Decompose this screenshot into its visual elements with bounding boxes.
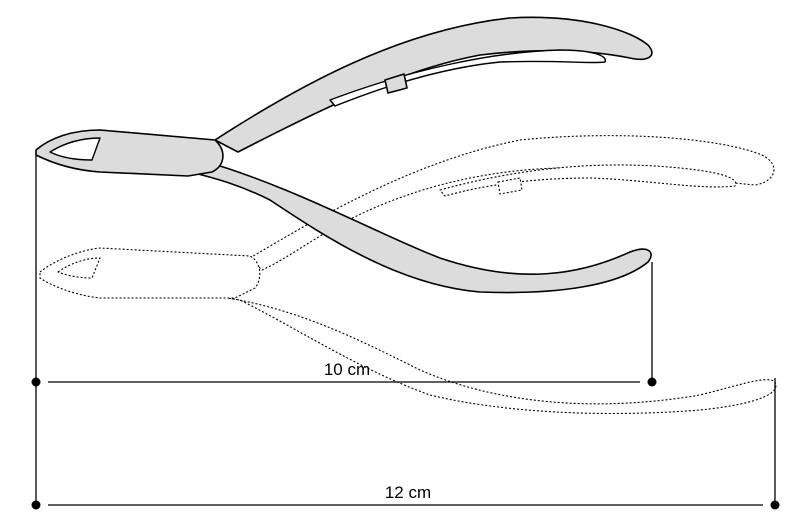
short-dimension-start-dot	[31, 377, 41, 387]
small-nipper-upper-spring	[329, 49, 606, 107]
large-nipper-upper-spring	[439, 164, 737, 197]
short-dimension-label: 10 cm	[324, 360, 370, 379]
small-nipper	[35, 16, 653, 294]
large-nipper-latch	[497, 177, 523, 195]
small-nipper-latch	[384, 73, 408, 94]
dimension-lines: 10 cm 12 cm	[31, 155, 780, 510]
long-dimension-start-dot	[31, 500, 41, 510]
short-dimension-end-dot	[647, 377, 657, 387]
long-dimension-end-dot	[770, 500, 780, 510]
large-nipper-lower-handle	[227, 297, 777, 415]
large-nipper-jaw-cut	[57, 257, 101, 279]
large-nipper-upper-handle	[249, 135, 775, 271]
small-nipper-lower-handle	[189, 159, 652, 294]
small-nipper-upper-handle	[214, 16, 653, 153]
small-nipper-jaw-cut	[49, 137, 101, 161]
long-dimension-label: 12 cm	[385, 483, 431, 502]
